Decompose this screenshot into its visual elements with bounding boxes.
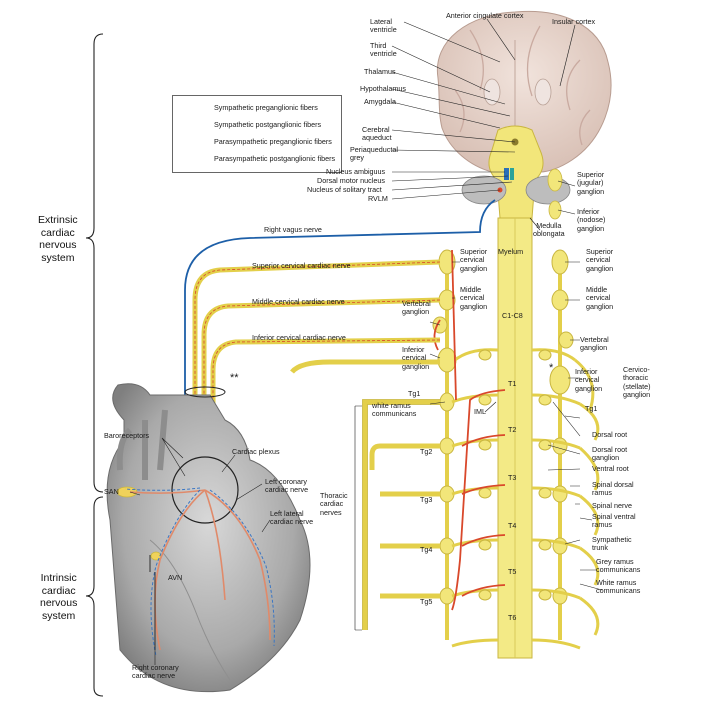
inferior-nodose-ganglion-label: Inferior (nodose) ganglion [577,207,606,233]
tg3-label: Tg3 [420,495,433,504]
grey-ramus-label: Grey ramus communicans [596,557,641,575]
extrinsic-system-label: Extrinsic cardiac nervous system [38,214,78,264]
vertebral-ganglion-left-label: Vertebral ganglion [402,299,431,317]
dorsal-motor-nucleus-label: Dorsal motor nucleus [317,176,385,185]
right-vagus-nerve-label: Right vagus nerve [264,225,322,234]
superior-cervical-ganglion-right-label: Superior cervical ganglion [586,247,614,273]
sympathetic-trunk-label: Sympathetic trunk [592,535,632,553]
middle-cervical-ganglion-left-label: Middle cervical ganglion [460,285,488,311]
superior-cervical-ganglion-left-label: Superior cervical ganglion [460,247,488,273]
legend-label: Parasympathetic preganglionic fibers [214,137,332,146]
tg4-label: Tg4 [420,545,433,554]
third-ventricle-label: Third ventricle [370,41,397,59]
ganglia [432,249,574,605]
dorsal-root-ganglion-label: Dorsal root ganglion [592,445,628,463]
intrinsic-system-label: Intrinsic cardiac nervous system [40,572,78,622]
brain [436,10,612,220]
tg1-right-label: Tg1 [585,404,598,413]
thoracic-cardiac-nerves-label: Thoracic cardiac nerves [320,491,348,517]
sympathetic-preganglionic-paths [433,249,506,611]
system-brackets [85,33,104,697]
avn-label: AVN [168,573,183,582]
myelum-label: Myelum [498,247,524,256]
thalamus-label: Thalamus [364,67,396,76]
stellate-ganglion-label: Cervico- thoracic (stellate) ganglion [623,365,651,400]
tg2-label: Tg2 [420,447,433,456]
heart [106,383,311,693]
tg5-label: Tg5 [420,597,433,606]
inferior-cervical-ganglion-right-label: Inferior cervical ganglion [575,367,603,393]
iml-label: IML [474,407,486,416]
star-marker: * [549,362,554,374]
spinal-nerve-label: Spinal nerve [592,501,632,510]
lateral-ventricle-label: Lateral ventricle [370,17,397,35]
middle-cervical-ganglion-right-label: Middle cervical ganglion [586,285,614,311]
medulla-label: Medulla oblongata [533,221,565,239]
tg1-left-label: Tg1 [408,389,421,398]
white-ramus-left-label: white ramus communicans [372,401,417,419]
legend-label: Sympathetic preganglionic fibers [214,103,318,112]
leader-lines [129,18,603,665]
middle-cervical-cardiac-nerve-label: Middle cervical cardiac nerve [252,297,345,306]
legend-label: Sympathetic postganglionic fibers [214,120,322,129]
inferior-cervical-ganglion-left-label: Inferior cervical ganglion [402,345,430,371]
double-star-marker: ** [230,372,239,384]
spinal-ventral-ramus-label: Spinal ventral ramus [592,512,636,530]
segment-label: T2 [508,425,517,434]
anterior-cingulate-label: Anterior cingulate cortex [446,11,524,20]
dorsal-root-ganglia [478,349,552,601]
segment-label: T4 [508,521,517,530]
rvlm-label: RVLM [368,194,388,203]
superior-jugular-ganglion-label: Superior (jugular) ganglion [577,170,605,196]
san-label: SAN [104,487,119,496]
cerebral-aqueduct-label: Cerebral aqueduct [362,125,392,143]
right-vagus-nerve-path [184,199,496,470]
white-ramus-right-label: White ramus communicans [596,578,641,596]
legend-label: Parasympathetic postganglionic fibers [214,154,336,163]
nucleus-ambiguus-label: Nucleus ambiguus [326,167,386,176]
c1-c8-label: C1-C8 [502,311,523,320]
left-coronary-nerve-label: Left coronary cardiac nerve [265,477,309,495]
dorsal-root-label: Dorsal root [592,430,628,439]
legend: Sympathetic preganglionic fibers Sympath… [172,95,342,173]
superior-cervical-cardiac-nerve-label: Superior cervical cardiac nerve [252,261,351,270]
ventral-root-label: Ventral root [592,464,629,473]
cervical-cardiac-nerves [192,259,441,470]
segment-label: T6 [508,613,517,622]
segment-label: T3 [508,473,517,482]
insular-cortex-label: Insular cortex [552,17,596,26]
hypothalamus-label: Hypothalamus [360,84,406,93]
periaqueductal-grey-label: Periaqueductal grey [350,145,398,163]
segment-label: T1 [508,379,517,388]
right-coronary-nerve-label: Right coronary cardiac nerve [132,663,179,681]
thoracic-cardiac-nerves [362,399,440,630]
vertebral-ganglion-right-label: Vertebral ganglion [580,335,609,353]
left-lateral-nerve-label: Left lateral cardiac nerve [270,509,314,527]
inferior-cervical-cardiac-nerve-label: Inferior cervical cardiac nerve [252,333,346,342]
segment-label: T5 [508,567,517,576]
spinal-cord [497,217,533,659]
nucleus-solitary-tract-label: Nucleus of solitary tract [307,185,382,194]
baroreceptors-label: Baroreceptors [104,431,150,440]
amygdala-label: Amygdala [364,97,396,106]
cardiac-plexus-label: Cardiac plexus [232,447,280,456]
spinal-dorsal-ramus-label: Spinal dorsal ramus [592,480,634,498]
